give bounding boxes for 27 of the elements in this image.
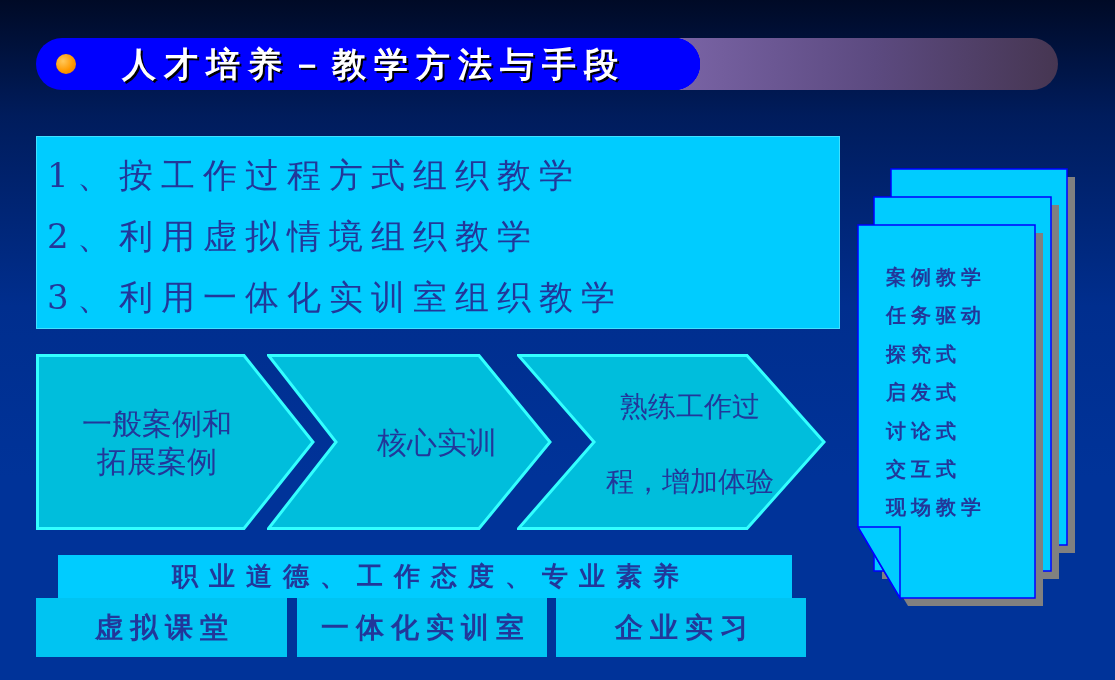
process-step (36, 354, 316, 530)
list-item: 探究式 (886, 340, 961, 368)
step-label: 一般案例和拓展案例 (81, 405, 233, 481)
tile (556, 598, 806, 657)
tile-label: 虚拟课堂 (94, 609, 235, 646)
tile-label: 企业实习 (613, 609, 755, 646)
step-label: 核心实训 (376, 424, 498, 462)
process-step (517, 354, 826, 530)
list-item: 交互式 (886, 456, 961, 483)
process-step (267, 354, 552, 530)
list-item: 启发式 (886, 379, 961, 407)
document-stack (857, 168, 1077, 608)
list-item: 1、按工作过程方式组织教学 (47, 154, 581, 197)
tile (297, 598, 547, 657)
list-item: 现场教学 (886, 494, 986, 522)
list-item: 2、利用虚拟情境组织教学 (47, 215, 539, 258)
slide-title: 人才培养－教学方法与手段 (122, 43, 626, 86)
list-item: 案例教学 (886, 264, 986, 291)
tile (36, 598, 287, 657)
step-label: 熟练工作过程，增加体验 (605, 389, 775, 500)
tile-label: 一体化实训室 (319, 609, 531, 646)
list-item: 任务驱动 (886, 302, 986, 330)
list-item: 讨论式 (886, 417, 961, 445)
banner (58, 555, 792, 598)
text-panel (36, 136, 840, 329)
list-item: 3、利用一体化实训室组织教学 (47, 276, 623, 319)
banner-text: 职业道德、工作态度、专业素养 (170, 560, 690, 593)
